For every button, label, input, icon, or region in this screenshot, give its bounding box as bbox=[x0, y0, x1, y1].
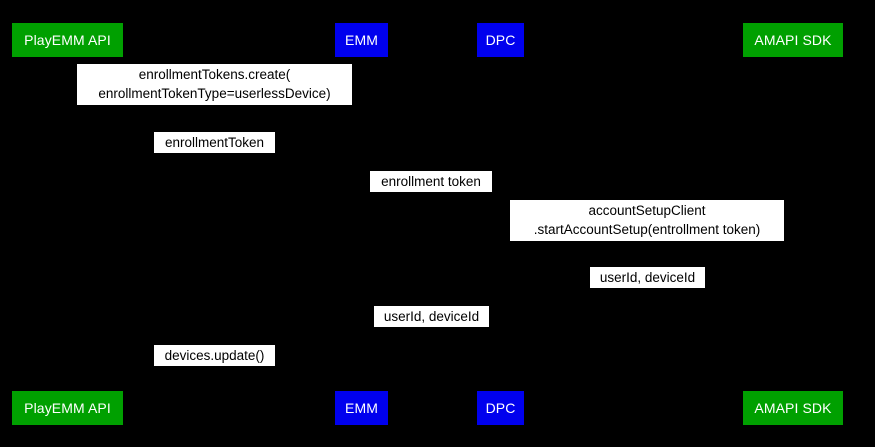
actor-emm-top[interactable]: EMM bbox=[334, 22, 389, 58]
actor-label: AMAPI SDK bbox=[754, 400, 832, 416]
message-msg-userid-deviceid-dpc: userId, deviceId bbox=[374, 306, 489, 327]
actor-dpc-bottom[interactable]: DPC bbox=[476, 390, 525, 426]
lifeline-dpc bbox=[500, 58, 502, 390]
message-msg-enrollment-token-response: enrollmentToken bbox=[154, 132, 275, 153]
message-msg-account-setup-client-start: accountSetupClient .startAccountSetup(en… bbox=[510, 200, 784, 241]
actor-amapi-sdk-bottom[interactable]: AMAPI SDK bbox=[742, 390, 844, 426]
message-msg-enrollment-token: enrollment token bbox=[370, 171, 492, 192]
actor-dpc-top[interactable]: DPC bbox=[476, 22, 525, 58]
actor-label: PlayEMM API bbox=[24, 400, 111, 416]
actor-label: DPC bbox=[485, 32, 516, 48]
lifeline-emm bbox=[361, 58, 363, 390]
actor-emm-bottom[interactable]: EMM bbox=[334, 390, 389, 426]
actor-label: PlayEMM API bbox=[24, 32, 111, 48]
actor-label: EMM bbox=[345, 400, 378, 416]
lifeline-amapi-sdk bbox=[793, 58, 794, 390]
message-msg-userid-deviceid-sdk: userId, deviceId bbox=[590, 267, 705, 288]
lifeline-playemm-api bbox=[67, 58, 69, 390]
actor-label: AMAPI SDK bbox=[754, 32, 832, 48]
actor-amapi-sdk-top[interactable]: AMAPI SDK bbox=[742, 22, 844, 58]
message-msg-devices-update: devices.update() bbox=[154, 345, 275, 366]
actor-playemm-api-top[interactable]: PlayEMM API bbox=[11, 22, 124, 58]
message-msg-enrollment-tokens-create: enrollmentTokens.create( enrollmentToken… bbox=[77, 64, 352, 105]
actor-playemm-api-bottom[interactable]: PlayEMM API bbox=[11, 390, 124, 426]
actor-label: EMM bbox=[345, 32, 378, 48]
actor-label: DPC bbox=[485, 400, 516, 416]
